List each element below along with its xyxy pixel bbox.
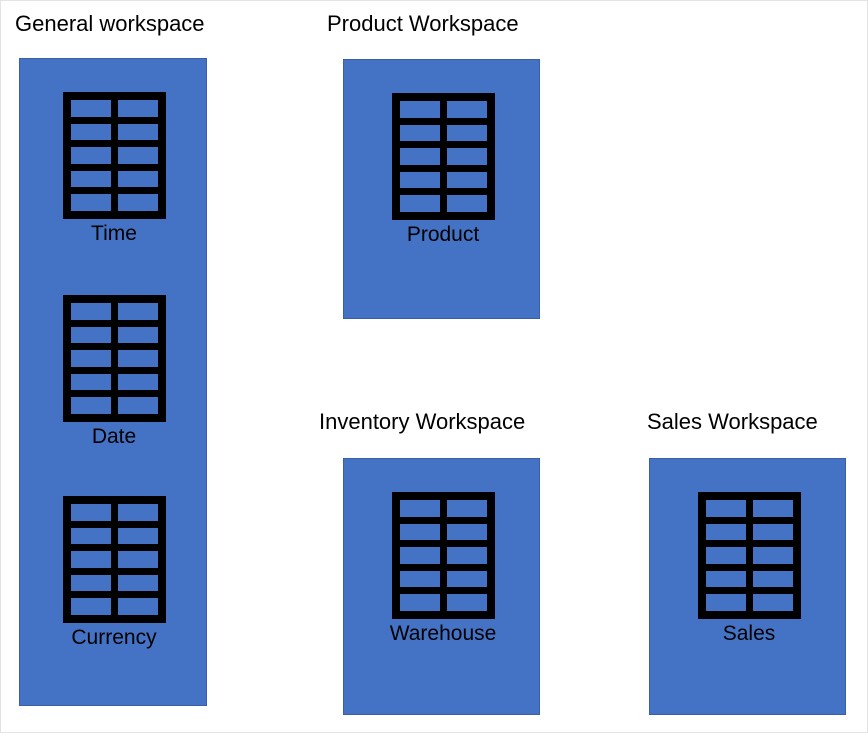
entity-currency[interactable]: Currency	[53, 496, 175, 651]
table-icon	[697, 492, 801, 619]
table-icon	[391, 492, 495, 619]
workspace-title-sales: Sales Workspace	[647, 409, 818, 434]
table-icon	[62, 295, 166, 422]
workspace-title-inventory: Inventory Workspace	[319, 409, 526, 434]
workspace-box-inventory[interactable]: Warehouse	[343, 458, 540, 715]
table-icon	[391, 93, 495, 220]
workspace-title-general: General workspace	[15, 11, 205, 36]
table-icon	[62, 92, 166, 219]
entity-time[interactable]: Time	[53, 92, 175, 247]
entity-label: Time	[91, 222, 137, 245]
entity-label: Currency	[71, 626, 157, 649]
workspace-title-product: Product Workspace	[327, 11, 519, 36]
entity-label: Sales	[722, 622, 776, 645]
workspace-box-product[interactable]: Product	[343, 59, 540, 319]
entity-label: Date	[91, 425, 137, 448]
entity-label: Product	[406, 223, 480, 246]
entity-label: Warehouse	[389, 622, 497, 645]
workspace-box-sales[interactable]: Sales	[649, 458, 846, 715]
entity-sales[interactable]: Sales	[697, 492, 801, 647]
entity-warehouse[interactable]: Warehouse	[382, 492, 504, 647]
entity-product[interactable]: Product	[391, 93, 495, 248]
table-icon	[62, 496, 166, 623]
entity-date[interactable]: Date	[53, 295, 175, 450]
workspace-box-general[interactable]: Time Date Currency	[19, 58, 207, 706]
